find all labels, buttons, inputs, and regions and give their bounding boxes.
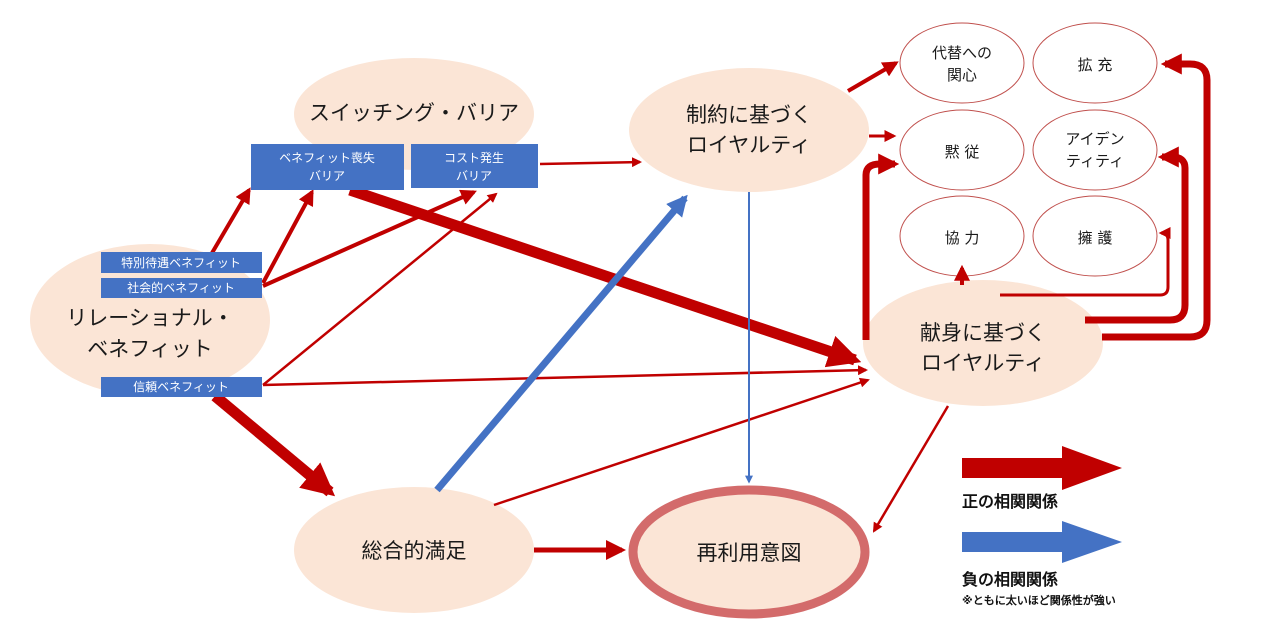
arrow-social-to-cost — [262, 189, 477, 288]
box-benefit-loss-barrier: ベネフィット喪失 バリア — [251, 144, 404, 190]
arrow-satisfaction-to-constraint — [434, 194, 688, 493]
box-trust-benefit: 信頼ベネフィット — [101, 377, 262, 397]
box-social-label: 社会的ベネフィット — [127, 280, 235, 295]
label-dedication-loyalty-line2: ロイヤルティ — [921, 351, 1045, 375]
label-acquiescence: 黙 従 — [945, 143, 980, 161]
label-advocacy: 擁 護 — [1078, 229, 1113, 247]
arrow-cost-to-constraint — [539, 157, 642, 168]
arrow-benefit-loss-to-dedication — [348, 184, 862, 368]
arrow-social-to-benefit-loss — [261, 189, 314, 284]
node-advocacy — [1032, 195, 1158, 277]
box-cost-line2: バリア — [456, 169, 492, 183]
legend-positive-arrow — [962, 446, 1122, 490]
legend-note: ※ともに太いほど関係性が強い — [962, 594, 1116, 607]
arrow-trust-to-dedication — [262, 365, 868, 387]
arrow-dedication-to-repurchase — [872, 405, 950, 533]
box-benefit-loss-line1: ベネフィット喪失 — [279, 150, 375, 165]
node-acquiescence — [899, 109, 1025, 191]
arrow-trust-to-satisfaction — [211, 391, 336, 497]
box-benefit-loss-line2: バリア — [309, 169, 345, 183]
arrow-constraint-to-alternatives — [846, 61, 899, 93]
legend-negative-label: 負の相関関係 — [962, 570, 1059, 589]
node-interest-in-alternatives — [899, 22, 1025, 104]
node-overall-satisfaction — [294, 487, 534, 613]
box-cost-line1: コスト発生 — [444, 151, 504, 165]
arrow-special-to-benefit-loss — [210, 187, 251, 255]
label-alternatives-line2: 関心 — [947, 66, 977, 84]
box-special-treatment-benefit: 特別待遇ベネフィット — [101, 252, 262, 273]
node-expansion — [1032, 22, 1158, 104]
legend-negative-arrow — [962, 521, 1122, 563]
node-dedication-loyalty — [863, 280, 1103, 406]
arrow-dedication-to-advocacy — [1000, 227, 1171, 297]
label-repurchase-intention: 再利用意図 — [697, 541, 802, 565]
label-relational-benefit-line2: ベネフィット — [87, 337, 213, 361]
node-repurchase-intention — [628, 485, 870, 619]
label-constraint-loyalty-line1: 制約に基づく — [686, 103, 812, 127]
legend-positive-label: 正の相関関係 — [962, 492, 1059, 511]
label-expansion: 拡 充 — [1078, 56, 1113, 74]
arrow-dedication-to-acquiescence — [862, 153, 900, 340]
node-constraint-loyalty — [629, 68, 869, 192]
label-alternatives-line1: 代替への — [932, 44, 992, 62]
label-identity-line1: アイデン — [1065, 130, 1124, 148]
label-relational-benefit-line1: リレーショナル・ — [66, 306, 234, 330]
node-switching-barrier — [294, 58, 534, 170]
label-dedication-loyalty-line1: 献身に基づく — [920, 321, 1046, 345]
arrow-dedication-to-identity — [1085, 146, 1189, 324]
label-overall-satisfaction: 総合的満足 — [362, 539, 467, 563]
label-identity-line2: ティティ — [1066, 152, 1124, 170]
box-cost-barrier: コスト発生 バリア — [411, 144, 538, 188]
label-constraint-loyalty-line2: ロイヤルティ — [687, 133, 811, 157]
label-switching-barrier: スイッチング・バリア — [309, 101, 519, 125]
node-identity — [1032, 109, 1158, 191]
arrow-dedication-to-expansion — [1102, 53, 1211, 341]
arrow-satisfaction-to-dedication — [493, 377, 870, 507]
box-special-treatment-label: 特別待遇ベネフィット — [121, 255, 241, 270]
box-social-benefit: 社会的ベネフィット — [101, 278, 262, 298]
label-cooperation: 協 力 — [945, 229, 980, 247]
box-trust-label: 信頼ベネフィット — [133, 380, 229, 394]
